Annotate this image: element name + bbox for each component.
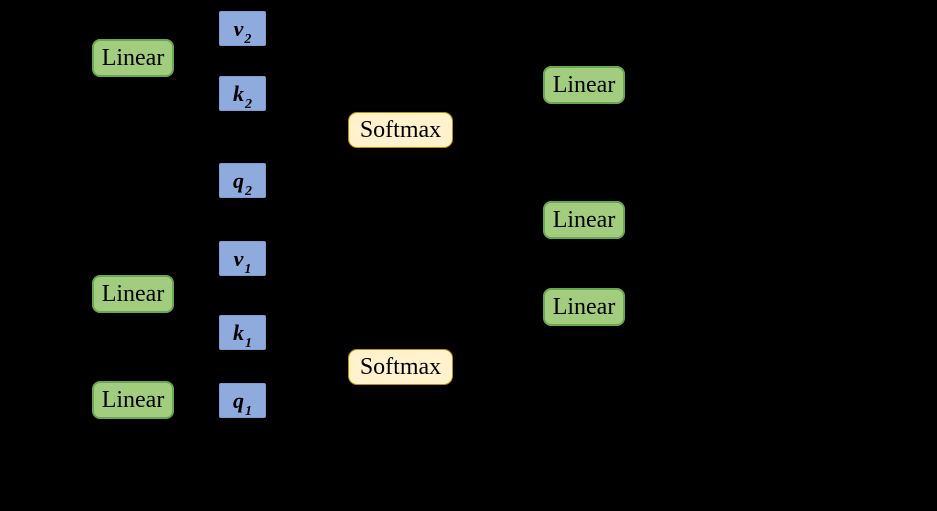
qkv-subscript: 1 bbox=[245, 336, 252, 351]
linear-label: Linear bbox=[101, 387, 165, 413]
qkv-label-q: q bbox=[233, 387, 244, 413]
qkv-subscript: 1 bbox=[244, 262, 252, 277]
softmax-label: Softmax bbox=[359, 117, 442, 143]
qkv-label-v: v bbox=[233, 15, 244, 41]
linear-box-right-middle: Linear bbox=[543, 201, 625, 239]
qkv-label-k: k bbox=[233, 80, 244, 106]
qkv-label-v: v bbox=[233, 245, 244, 271]
qkv-label-q: q bbox=[233, 167, 244, 193]
linear-label: Linear bbox=[552, 207, 616, 233]
qkv-label-k: k bbox=[233, 319, 244, 345]
qkv-subscript: 2 bbox=[245, 184, 252, 199]
linear-label: Linear bbox=[552, 294, 616, 320]
linear-box-left-top: Linear bbox=[92, 39, 174, 77]
linear-box-right-bottom: Linear bbox=[543, 288, 625, 326]
softmax-box-top: Softmax bbox=[348, 112, 453, 148]
qkv-subscript: 2 bbox=[245, 97, 252, 112]
linear-label: Linear bbox=[101, 281, 165, 307]
qkv-subscript: 2 bbox=[244, 32, 252, 47]
linear-box-left-bottom: Linear bbox=[92, 381, 174, 419]
qkv-subscript: 1 bbox=[245, 404, 252, 419]
softmax-label: Softmax bbox=[359, 354, 442, 380]
linear-box-left-middle: Linear bbox=[92, 275, 174, 313]
softmax-box-bottom: Softmax bbox=[348, 349, 453, 385]
linear-label: Linear bbox=[552, 72, 616, 98]
linear-box-right-top: Linear bbox=[543, 66, 625, 104]
linear-label: Linear bbox=[101, 45, 165, 71]
